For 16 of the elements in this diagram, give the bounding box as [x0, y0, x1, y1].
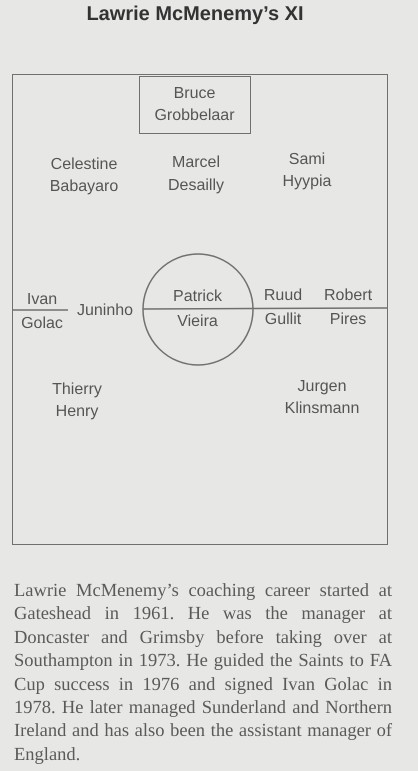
player-name: Robert Pires — [324, 286, 372, 330]
player-name: Ruud Gullit — [264, 286, 302, 330]
centre-circle — [142, 252, 254, 366]
player-name: Patrick Vieira — [173, 287, 222, 332]
player-name: Sami Hyypia — [282, 150, 332, 192]
player-name: Thierry Henry — [52, 380, 102, 422]
player-name: Celestine Babayaro — [50, 155, 118, 197]
player-name: Bruce Grobbelaar — [154, 84, 235, 126]
caption-paragraph: Lawrie McMenemy’s coaching career started at Gateshead in 1961. He was the manager at Doncaster and Grimsby before taking over at Southampton in 1973. He guided the Saints to FA Cup success in 1976 and signed Ivan Golac in 1978. He later managed Sunderland and Northern Ireland and has also been the assistant manager of England. — [14, 580, 392, 767]
player-name: Juninho — [76, 301, 134, 321]
player-name: Jurgen Klinsmann — [284, 377, 360, 419]
player-name: Ivan Golac — [21, 290, 63, 334]
pitch-outline — [12, 74, 388, 545]
goal-area-box — [138, 76, 250, 134]
player-name: Marcel Desailly — [168, 153, 224, 196]
title: Lawrie McMenemy’s XI — [85, 3, 305, 26]
